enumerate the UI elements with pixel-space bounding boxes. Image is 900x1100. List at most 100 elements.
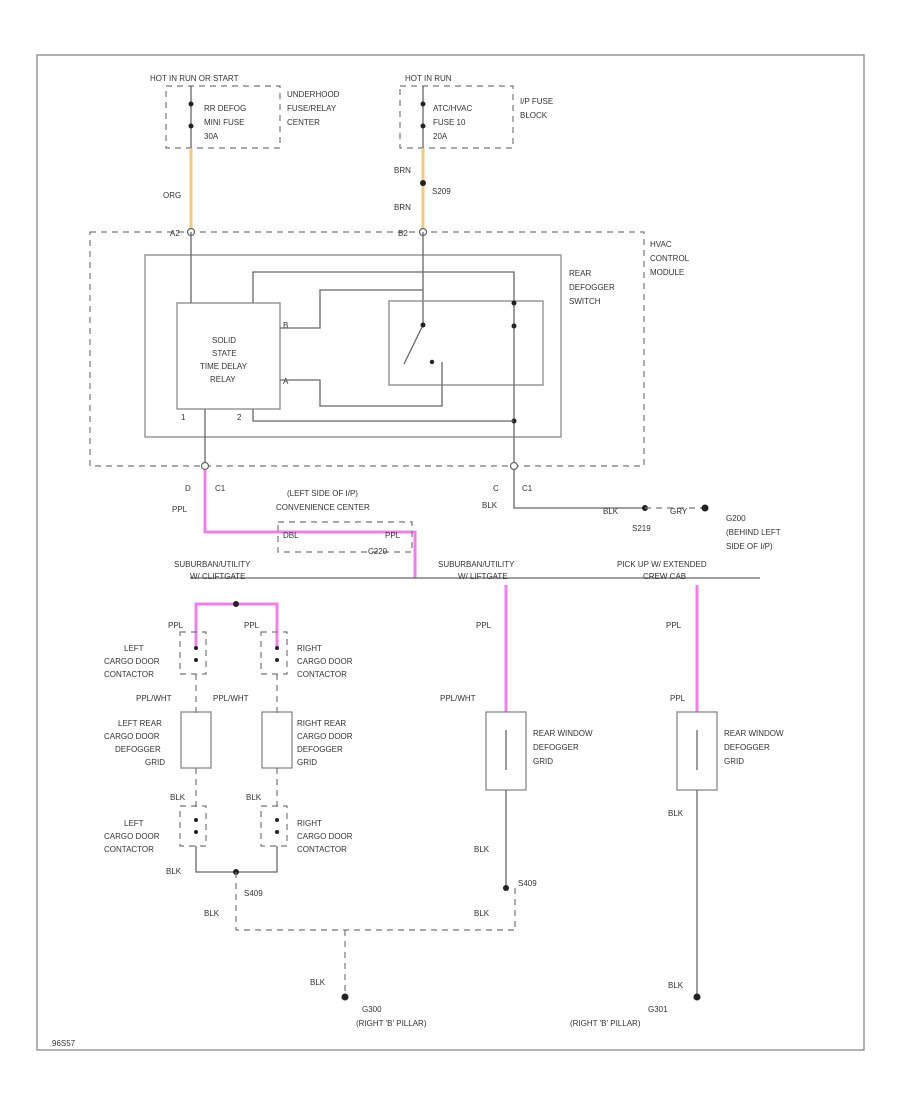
fuse-right-terminal-bottom (420, 123, 426, 129)
connector-wire-right: PPL (385, 531, 401, 540)
switch-pivot (420, 322, 426, 328)
cb-l-dot2 (194, 830, 198, 834)
mid-grid-line2: DEFOGGER (533, 743, 579, 752)
relay-line4: RELAY (210, 375, 236, 384)
ground-g301-desc: (RIGHT 'B' PILLAR) (570, 1019, 641, 1028)
relay-pin-b: B (283, 321, 288, 330)
relay-pin2: 2 (237, 413, 242, 422)
blk-join-label: BLK (204, 909, 220, 918)
variant-right-line1: PICK UP W/ EXTENDED (617, 560, 707, 569)
relay-line1: SOLID (212, 336, 236, 345)
ground-g300-symbol (341, 993, 349, 1001)
module-title-line3: MODULE (650, 268, 684, 277)
variant-mid-line1: SUBURBAN/UTILITY (438, 560, 515, 569)
fuse-left-terminal-top (188, 101, 194, 107)
connector-title-line1: (LEFT SIDE OF I/P) (287, 489, 358, 498)
variant-left-line2: W/ CLIFTGATE (190, 572, 245, 581)
grid-left-box (180, 711, 212, 769)
mid-splice-dot (503, 885, 509, 891)
fuse-left-terminal-bottom (188, 123, 194, 129)
mid-blk2-label: BLK (474, 909, 490, 918)
left-ppl-l: PPL (168, 621, 184, 630)
fuse-left-line3: 30A (204, 132, 219, 141)
conn-c1-left: C1 (215, 484, 226, 493)
ppl-left-split (194, 602, 279, 650)
module-title-line2: CONTROL (650, 254, 690, 263)
grid-right-line3: DEFOGGER (297, 745, 343, 754)
switch-contact (429, 359, 435, 365)
ground-g200-label: G200 (726, 514, 746, 523)
switch-title-line1: REAR (569, 269, 591, 278)
conn-c1-right: C1 (522, 484, 533, 493)
mid-wire2-label: PPL/WHT (440, 694, 476, 703)
fuse-right-line2: FUSE 10 (433, 118, 466, 127)
ground-g200-desc2: SIDE OF I/P) (726, 542, 773, 551)
variant-mid-line2: W/ LIFTGATE (458, 572, 508, 581)
cb-l-dot1 (194, 818, 198, 822)
contact-top-left-box (179, 631, 207, 675)
wire-brn-a-label: BRN (394, 166, 411, 175)
center-right-line2: BLOCK (520, 111, 548, 120)
pin-c-label: C (493, 484, 499, 493)
pin-d-label: D (185, 484, 191, 493)
right-grid-line1: REAR WINDOW (724, 729, 784, 738)
ground-g300-desc: (RIGHT 'B' PILLAR) (356, 1019, 427, 1028)
grid-right-line1: RIGHT REAR (297, 719, 346, 728)
switch-node-mid (511, 323, 517, 329)
wire-blk-label: BLK (482, 501, 498, 510)
contact-bot-right-line3: CONTACTOR (297, 845, 347, 854)
center-left-line3: CENTER (287, 118, 320, 127)
contact-top-left-line3: CONTACTOR (104, 670, 154, 679)
wire-brn-b-label: BRN (394, 203, 411, 212)
variant-right-line2: CREW CAB (643, 572, 686, 581)
connector-id: C220 (368, 547, 388, 556)
switch-title-line2: DEFOGGER (569, 283, 615, 292)
switch-blade (403, 324, 424, 365)
pin-a2-label: A2 (170, 229, 180, 238)
ip-fuse-box (399, 85, 514, 149)
ct-r-dot1 (275, 646, 279, 650)
ground-g200-symbol (701, 504, 709, 512)
mid-splice-label: S409 (518, 879, 537, 888)
ground-g300-label: G300 (362, 1005, 382, 1014)
relay-a-to-switch (280, 362, 443, 407)
splice-s219-label: S219 (632, 524, 651, 533)
right-blk2-label: BLK (668, 981, 684, 990)
time-delay-relay-box (176, 302, 281, 410)
center-left-line1: UNDERHOOD (287, 90, 340, 99)
diagram-frame (36, 54, 865, 1051)
fuse-right-line1: ATC/HVAC (433, 104, 472, 113)
left-branch-join (195, 846, 278, 873)
wire-ppl-label: PPL (172, 505, 188, 514)
fuse-right-line3: 20A (433, 132, 448, 141)
mid-ppl-label: PPL (476, 621, 492, 630)
wire-mid-right-label: PPL/WHT (213, 694, 249, 703)
rear-defogger-switch-box (388, 300, 544, 386)
left-split-node (233, 601, 239, 607)
mid-blk-label: BLK (474, 845, 490, 854)
contact-top-right-line2: CARGO DOOR (297, 657, 353, 666)
relay-pin1: 1 (181, 413, 186, 422)
hot-left-label: HOT IN RUN OR START (150, 74, 239, 83)
wire-gry-label: GRY (670, 507, 688, 516)
contact-bot-right-line2: CARGO DOOR (297, 832, 353, 841)
connector-wire-left: DBL (283, 531, 299, 540)
mid-grid-line1: REAR WINDOW (533, 729, 593, 738)
switch-node-top (511, 300, 517, 306)
contact-bot-left-line2: CARGO DOOR (104, 832, 160, 841)
ground-g200-desc1: (BEHIND LEFT (726, 528, 781, 537)
module-title-line1: HVAC (650, 240, 672, 249)
switch-title-line3: SWITCH (569, 297, 601, 306)
grid-right-line2: CARGO DOOR (297, 732, 353, 741)
cb-r-dot2 (275, 830, 279, 834)
wire-blk-a-label: BLK (603, 507, 619, 516)
center-blk-label: BLK (310, 978, 326, 987)
grid-right-line4: GRID (297, 758, 317, 767)
contact-bot-right-line1: RIGHT (297, 819, 322, 828)
right-ppl-label: PPL (666, 621, 682, 630)
connector-c-pin (509, 461, 519, 471)
fuse-left-line1: RR DEFOG (204, 104, 246, 113)
ct-l-dot2 (194, 658, 198, 662)
contact-top-right-line1: RIGHT (297, 644, 322, 653)
